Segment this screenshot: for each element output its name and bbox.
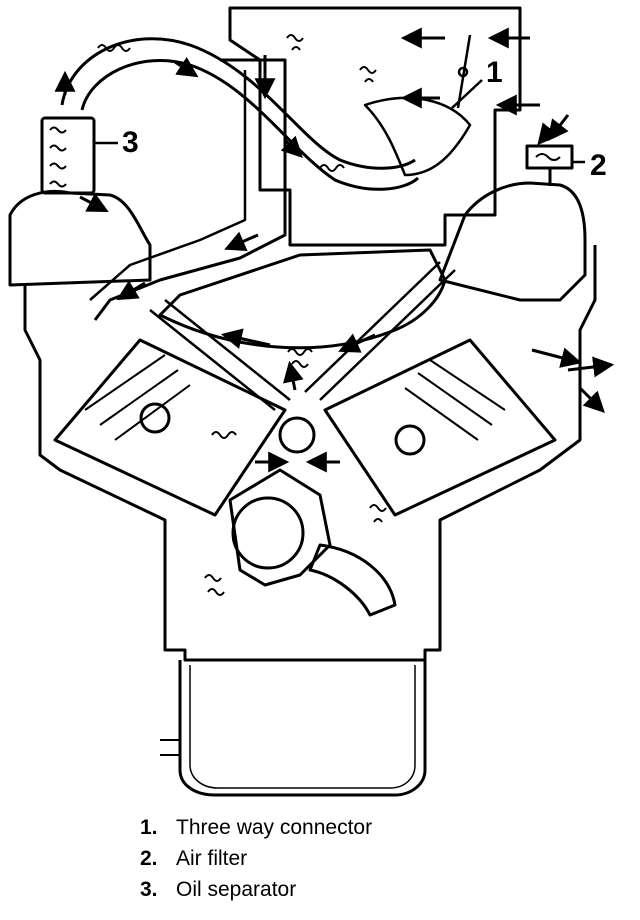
intake-runner-inner (89, 70, 247, 301)
flow-arrow-10 (220, 328, 271, 349)
crank-throw (308, 543, 397, 617)
engine-crankcase-ventilation-diagram: 1 2 3 (8, 6, 615, 797)
legend-number: 1. (140, 816, 158, 839)
left-valve-cover (8, 189, 152, 287)
legend-number: 2. (140, 847, 158, 870)
camshaft (278, 416, 316, 454)
flow-arrow-9 (116, 280, 146, 301)
legend-text: Three way connector (176, 816, 373, 839)
flow-arrow-14 (567, 356, 615, 378)
right-valve-cover (438, 181, 587, 302)
flow-arrow-7 (280, 135, 303, 158)
air-filter-body (525, 144, 574, 186)
flow-arrow-12 (282, 360, 304, 391)
flow-arrow-17 (547, 114, 570, 142)
left-cylinder-bank (53, 338, 287, 517)
callout-2: 2 (590, 149, 607, 182)
flow-arrow-15 (578, 386, 605, 413)
legend-number: 3. (140, 878, 158, 901)
oil-pan (178, 660, 427, 797)
ventilation-hose-inner (80, 59, 420, 191)
legend-item: 2. Air filter (140, 843, 560, 874)
right-cylinder-bank (323, 338, 557, 517)
right-piston-pin (394, 424, 426, 456)
flow-arrow-21 (79, 192, 109, 212)
legend: 1. Three way connector 2. Air filter 3. Oil… (140, 812, 560, 905)
flow-arrow-6 (174, 57, 199, 78)
crankshaft (231, 496, 305, 570)
callout-1: 1 (486, 56, 503, 89)
legend-text: Oil separator (176, 878, 297, 901)
legend-item: 3. Oil separator (140, 874, 560, 905)
flow-arrow-11 (338, 333, 376, 353)
intake-runner (93, 58, 287, 321)
flow-arrow-13 (531, 347, 583, 368)
air-intake-housing (228, 6, 522, 247)
flow-arrow-8 (224, 231, 259, 251)
callout-3: 3 (122, 126, 139, 159)
three-way-connector-hose (363, 96, 472, 177)
legend-item: 1. Three way connector (140, 812, 560, 843)
crank-counterweight (228, 468, 332, 587)
left-piston-pin (139, 402, 171, 434)
legend-text: Air filter (176, 847, 248, 870)
engine-block-outline (23, 245, 597, 662)
blow-by-swirl-marks (49, 34, 561, 596)
filter-element (456, 34, 472, 109)
ventilation-hose-outer (60, 37, 416, 170)
callout-1-leader (451, 79, 483, 109)
